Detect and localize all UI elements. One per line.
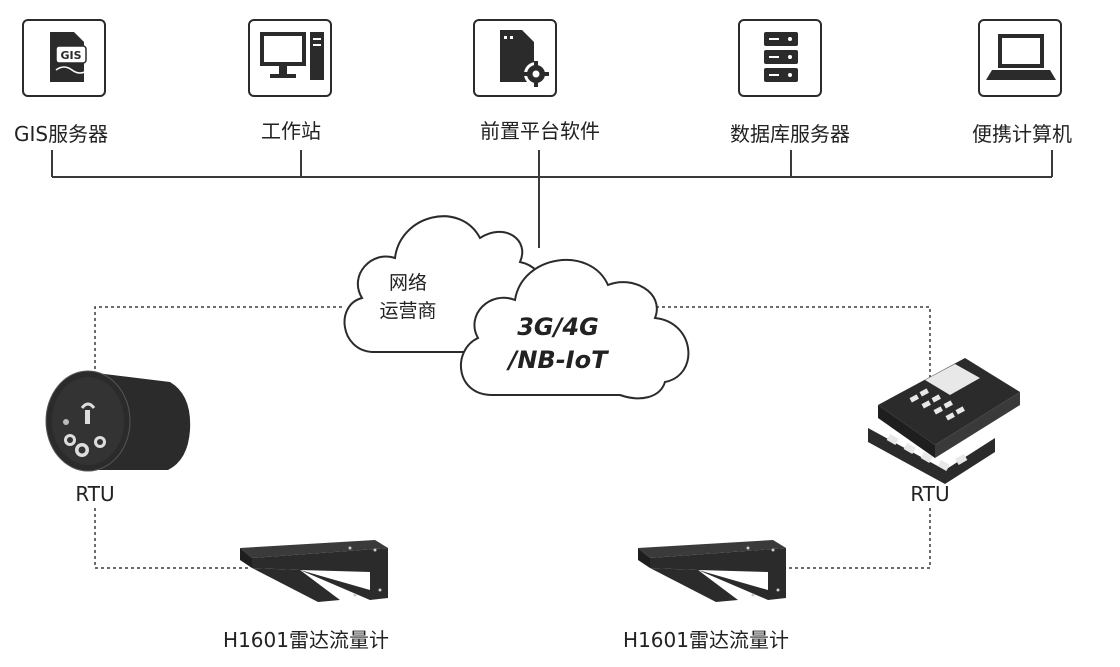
sensor-left-label: H1601雷达流量计 bbox=[223, 628, 389, 652]
radar-flowmeter-left-icon bbox=[240, 540, 388, 602]
radar-flowmeter-right-icon bbox=[638, 540, 786, 602]
laptop-label: 便携计算机 bbox=[972, 122, 1072, 146]
network-cloud-line2: /NB-IoT bbox=[508, 346, 608, 374]
bus-lines bbox=[51, 150, 1053, 248]
frontend-software-label: 前置平台软件 bbox=[480, 119, 600, 143]
dotted-links bbox=[94, 306, 931, 569]
database-server-label: 数据库服务器 bbox=[730, 122, 850, 146]
workstation-label: 工作站 bbox=[261, 119, 321, 143]
gis-badge: GIS bbox=[60, 49, 81, 62]
laptop-icon bbox=[978, 19, 1062, 97]
database-server-icon bbox=[738, 19, 822, 97]
rtu-right-label: RTU bbox=[910, 482, 950, 506]
rtu-left-icon bbox=[45, 370, 191, 472]
operator-cloud-line1: 网络 bbox=[388, 272, 427, 294]
sensor-right-label: H1601雷达流量计 bbox=[623, 628, 789, 652]
operator-cloud-line2: 运营商 bbox=[379, 300, 437, 322]
network-cloud bbox=[459, 259, 690, 400]
rtu-left-label: RTU bbox=[75, 482, 115, 506]
network-cloud-line1: 3G/4G bbox=[517, 313, 599, 341]
frontend-software-icon bbox=[473, 19, 557, 97]
gis-server-icon: GIS bbox=[22, 19, 106, 97]
workstation-icon bbox=[248, 19, 332, 97]
gis-server-label: GIS服务器 bbox=[14, 122, 109, 146]
rtu-right-icon bbox=[868, 358, 1020, 484]
